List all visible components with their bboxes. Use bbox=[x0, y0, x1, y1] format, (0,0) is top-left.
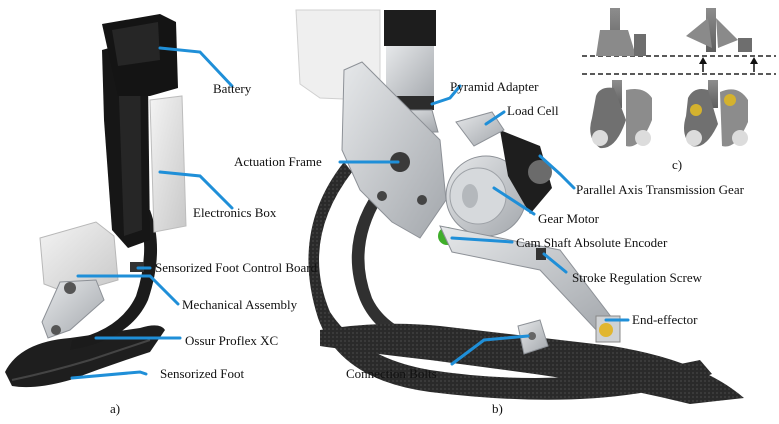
label-load-cell: Load Cell bbox=[507, 103, 559, 118]
label-sensorized-foot: Sensorized Foot bbox=[160, 366, 245, 381]
label-parallel-gear: Parallel Axis Transmission Gear bbox=[576, 182, 744, 197]
label-connection-bolts: Connection Bolts bbox=[346, 366, 437, 381]
leader-connection-bolts bbox=[450, 334, 530, 366]
label-actuation-frame: Actuation Frame bbox=[234, 154, 322, 169]
leader-load-cell bbox=[484, 110, 506, 126]
panel-a-illustration bbox=[5, 14, 187, 388]
label-end-effector: End-effector bbox=[632, 312, 698, 327]
panel-b-illustration bbox=[295, 9, 744, 404]
label-ossur: Ossur Proflex XC bbox=[185, 333, 279, 348]
label-mechanical-assembly: Mechanical Assembly bbox=[182, 297, 298, 312]
leader-lines bbox=[70, 46, 630, 380]
leader-stroke-screw bbox=[542, 252, 568, 274]
label-battery: Battery bbox=[213, 81, 252, 96]
leader-gear-motor bbox=[492, 186, 536, 216]
label-stroke-screw: Stroke Regulation Screw bbox=[572, 270, 702, 285]
leader-cam-encoder bbox=[450, 236, 514, 244]
label-electronics-box: Electronics Box bbox=[193, 205, 277, 220]
leader-electronics-box bbox=[158, 170, 234, 210]
panel-c-illustration bbox=[582, 8, 776, 149]
caption-panel-c: c) bbox=[672, 157, 683, 172]
leader-pyramid-adapter bbox=[430, 84, 462, 106]
leader-mechanical-assembly bbox=[76, 274, 180, 306]
caption-panel-b: b) bbox=[492, 401, 503, 416]
leader-parallel-gear bbox=[538, 154, 576, 190]
leader-battery bbox=[158, 46, 234, 88]
label-gear-motor: Gear Motor bbox=[538, 211, 600, 226]
leader-sensorized-foot bbox=[70, 370, 148, 380]
label-pyramid-adapter: Pyramid Adapter bbox=[450, 79, 539, 94]
label-cam-encoder: Cam Shaft Absolute Encoder bbox=[516, 235, 668, 250]
caption-panel-a: a) bbox=[110, 401, 121, 416]
label-foot-control-board: Sensorized Foot Control Board bbox=[155, 260, 318, 275]
